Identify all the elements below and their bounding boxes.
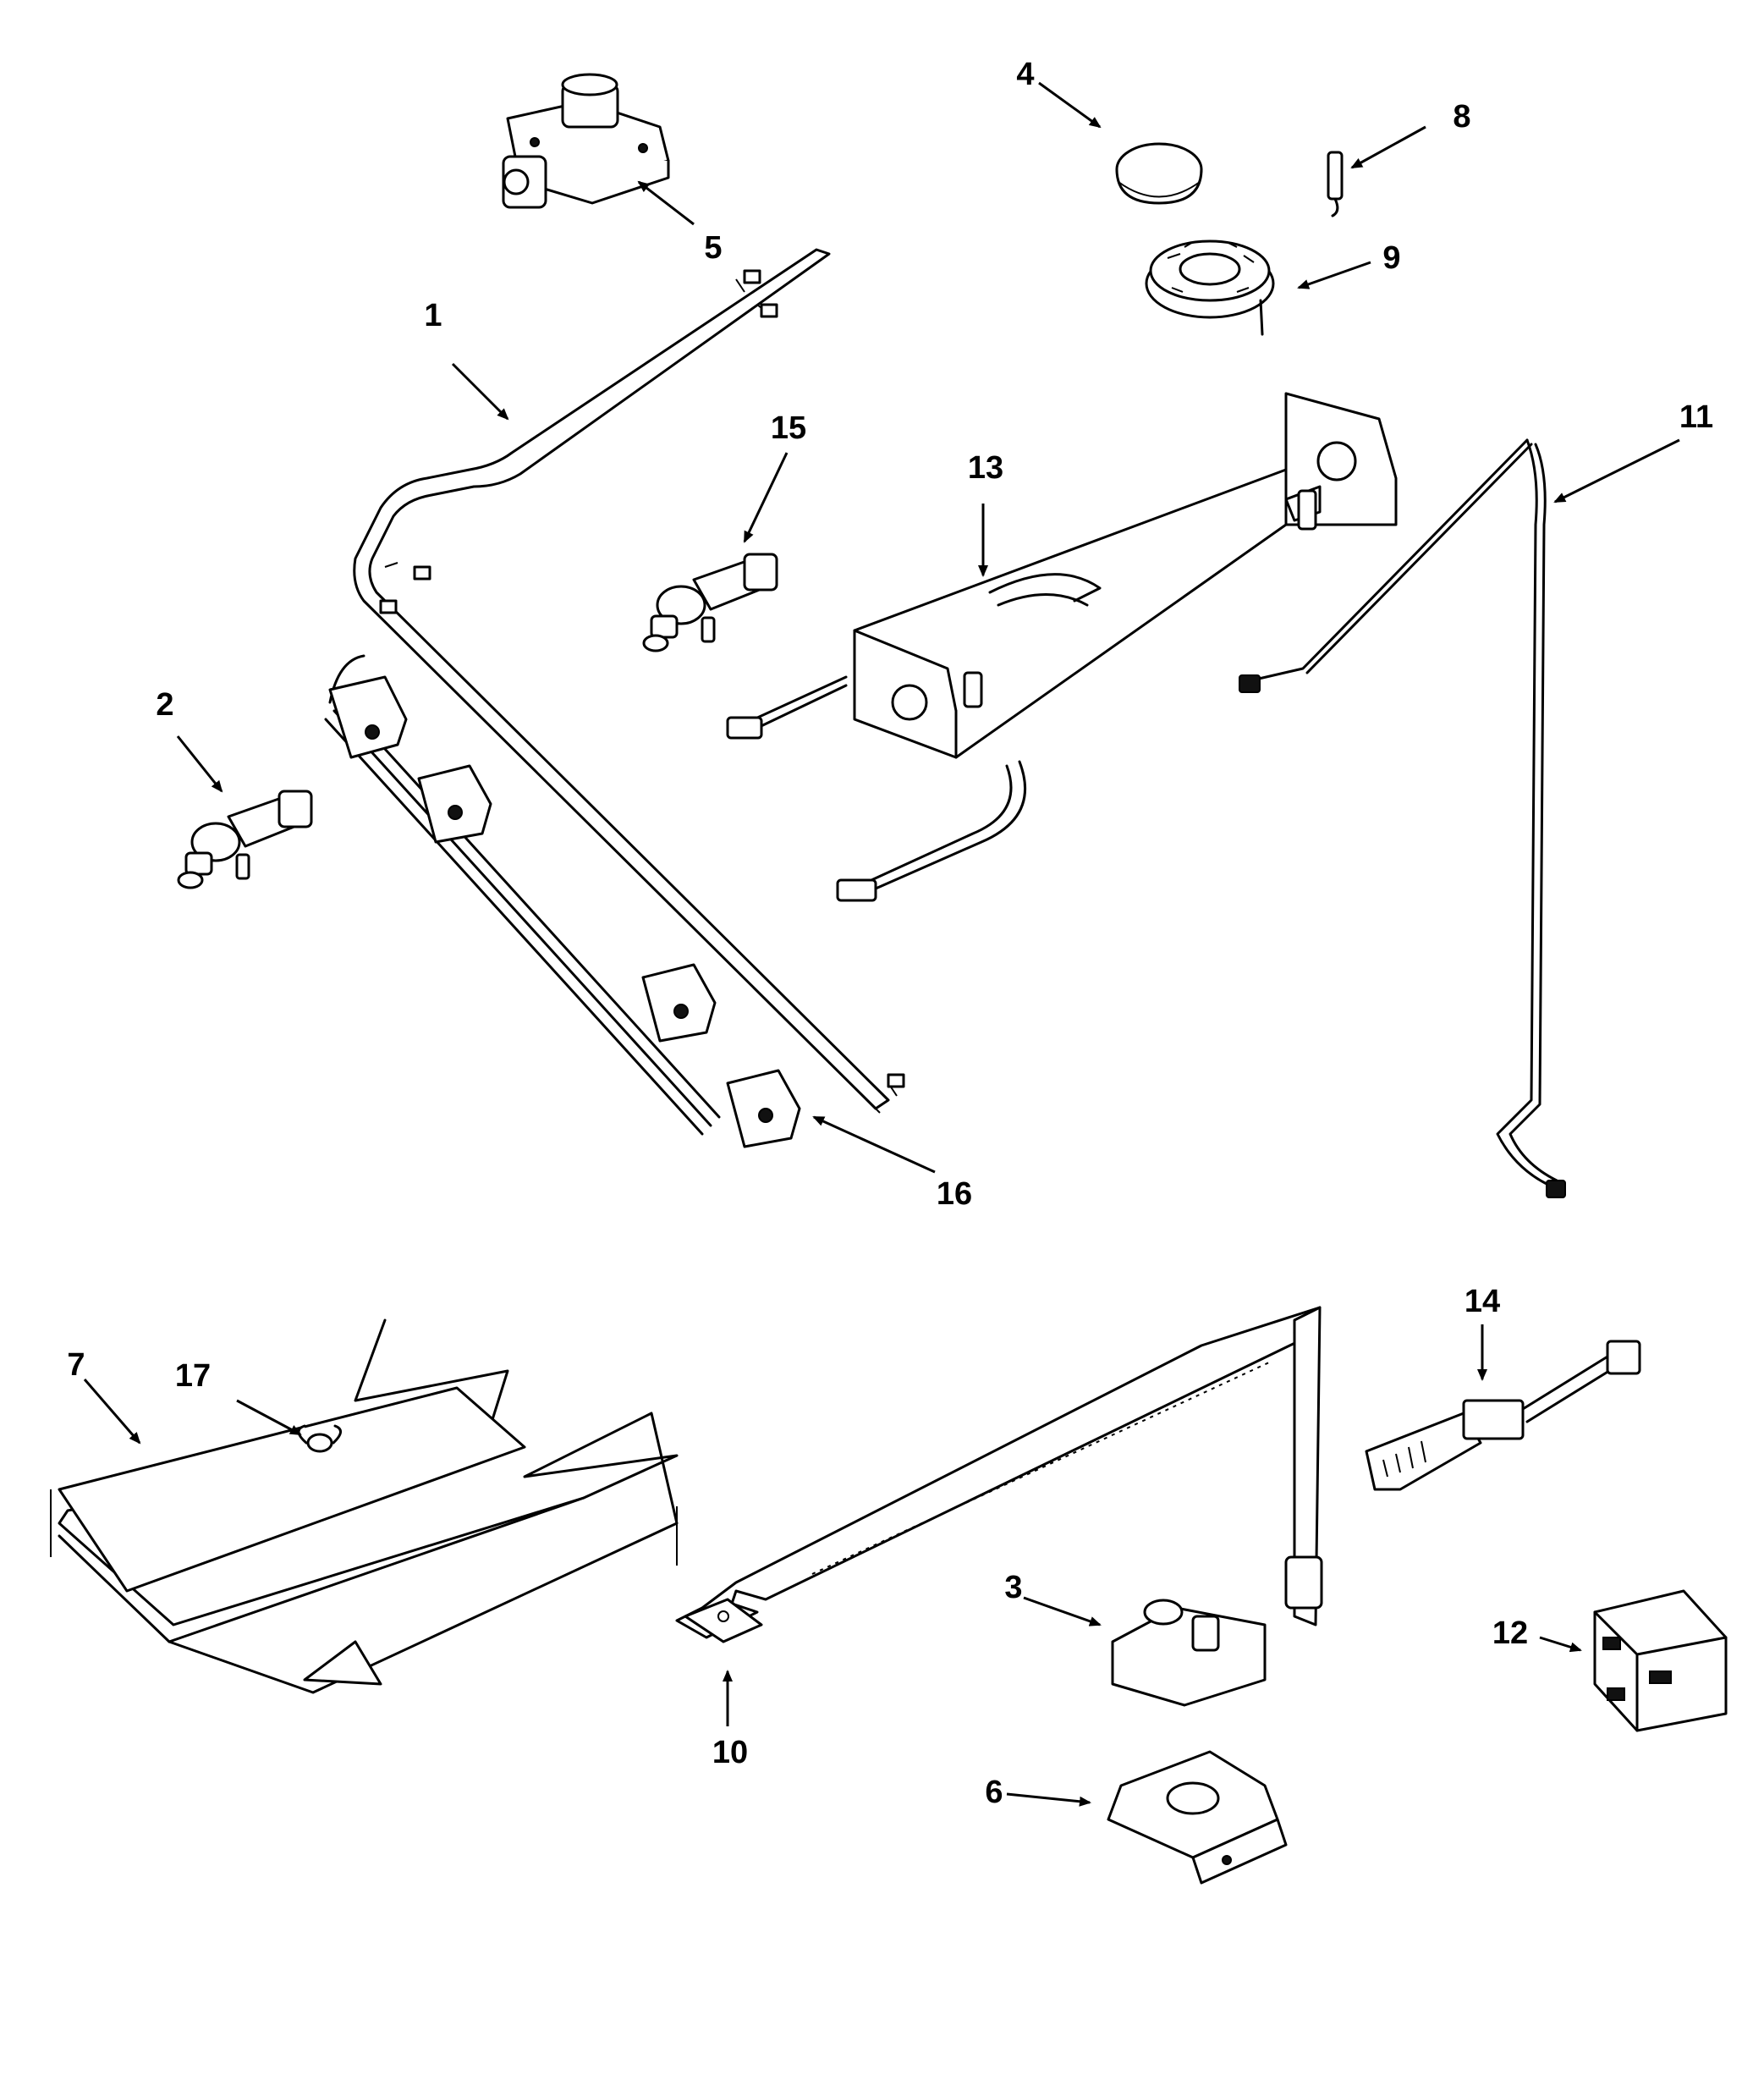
pressure-regulator-icon <box>502 73 670 209</box>
callout-10: 10 <box>712 1735 748 1770</box>
burner-head-icon <box>1145 239 1275 336</box>
electrode-icon <box>1327 151 1344 217</box>
manifold-pipe-icon <box>353 248 905 1114</box>
callout-11: 11 <box>1679 399 1713 435</box>
callout-15: 15 <box>771 410 806 446</box>
callout-8: 8 <box>1453 99 1470 135</box>
callout-1: 1 <box>424 298 442 333</box>
switch-harness-icon <box>324 654 801 1148</box>
callout-5: 5 <box>704 230 722 266</box>
oven-burner-tube-icon <box>675 1306 1323 1643</box>
oven-igniter-icon <box>1365 1340 1641 1491</box>
wire-harness-icon <box>1239 438 1566 1198</box>
callout-13: 13 <box>968 450 1003 486</box>
burner-box-icon <box>726 392 1398 902</box>
burner-cap-icon <box>1115 142 1203 205</box>
heat-shield-icon <box>50 1318 679 1694</box>
callout-16: 16 <box>937 1176 972 1212</box>
callout-labels: 1 2 3 4 5 6 7 8 9 10 11 12 13 14 15 16 1… <box>67 57 1713 1810</box>
callout-14: 14 <box>1465 1284 1500 1319</box>
callout-4: 4 <box>1016 57 1034 92</box>
callout-3: 3 <box>1004 1570 1022 1605</box>
callout-2: 2 <box>156 687 173 723</box>
callout-17: 17 <box>175 1358 211 1394</box>
callout-7: 7 <box>67 1347 85 1383</box>
safety-valve-icon <box>1111 1599 1267 1707</box>
wing-nut-icon <box>297 1424 342 1453</box>
gas-valve-icon <box>177 790 313 889</box>
mounting-bracket-icon <box>1107 1750 1288 1885</box>
callout-arrows <box>83 81 1680 1807</box>
callout-9: 9 <box>1382 240 1400 276</box>
spark-module-icon <box>1593 1589 1728 1732</box>
gas-valve-icon <box>642 553 778 652</box>
callout-6: 6 <box>985 1775 1003 1810</box>
callout-12: 12 <box>1492 1615 1528 1651</box>
